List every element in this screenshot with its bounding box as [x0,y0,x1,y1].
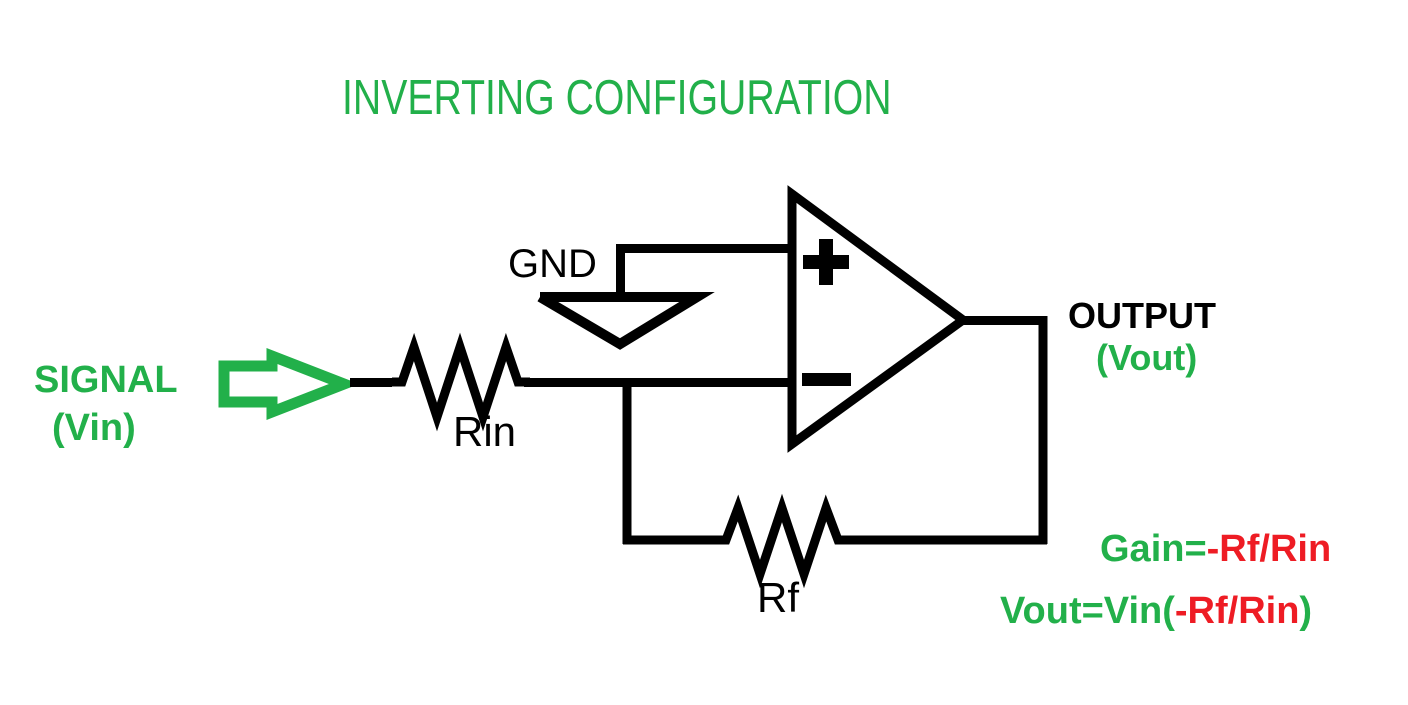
output-label: OUTPUT [1068,295,1216,336]
vin-label: (Vin) [52,407,136,449]
right-arrow-icon [218,347,360,421]
rin-label: Rin [453,408,517,455]
ground-symbol-icon [537,292,715,350]
gain-formula: Gain=-Rf/Rin [1100,530,1331,568]
gain-formula-value: -Rf/Rin [1206,528,1332,570]
vout-label: (Vout) [1096,337,1198,378]
gain-formula-prefix: Gain= [1100,528,1207,570]
opamp-minus-sign-icon [802,373,851,386]
resistor-rin-icon [392,332,530,432]
rf-label: Rf [757,574,799,621]
resistor-rf-icon [716,493,850,589]
opamp-triangle-icon [787,185,971,453]
opamp-plus-sign-icon [803,239,849,285]
gnd-label: GND [508,242,597,286]
page-title: INVERTING CONFIGURATION [342,71,892,125]
vout-formula-prefix: Vout=Vin( [1000,590,1175,632]
signal-label: SIGNAL [34,359,178,401]
vout-formula-suffix: ) [1299,590,1313,632]
vout-formula: Vout=Vin(-Rf/Rin) [1000,592,1312,630]
vout-formula-value: -Rf/Rin [1174,590,1300,632]
